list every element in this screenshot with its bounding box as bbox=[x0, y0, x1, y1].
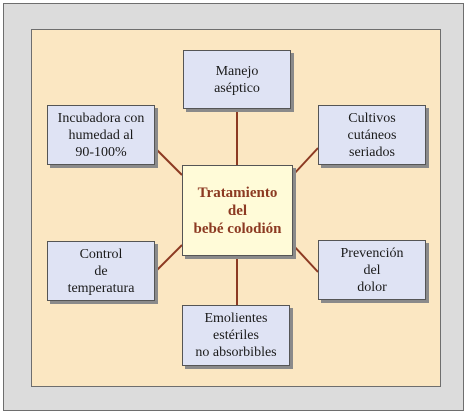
node-control-temperatura: Control de temperatura bbox=[47, 241, 155, 301]
node-prevencion-dolor: Prevención del dolor bbox=[318, 240, 426, 300]
node-manejo-aseptico: Manejo aséptico bbox=[183, 50, 291, 109]
node-label: Cultivos cutáneos seriados bbox=[347, 110, 397, 160]
node-emolientes: Emolientes estériles no absorbibles bbox=[182, 305, 290, 366]
node-label: Manejo aséptico bbox=[214, 63, 260, 96]
node-label: Incubadora con humedad al 90-100% bbox=[57, 110, 145, 160]
node-label: Emolientes estériles no absorbibles bbox=[195, 311, 277, 360]
node-label: Prevención del dolor bbox=[340, 245, 404, 295]
connector-bottom-right bbox=[292, 244, 319, 273]
connector-bottom-left bbox=[154, 244, 183, 273]
connector-top-left bbox=[154, 147, 183, 176]
node-center-tratamiento: Tratamiento del bebé colodión bbox=[182, 165, 293, 256]
node-cultivos: Cultivos cutáneos seriados bbox=[318, 105, 426, 165]
connector-top-right bbox=[292, 147, 319, 176]
node-incubadora: Incubadora con humedad al 90-100% bbox=[47, 105, 155, 165]
node-label: Control de temperatura bbox=[67, 246, 135, 296]
center-label: Tratamiento del bebé colodión bbox=[193, 184, 282, 237]
